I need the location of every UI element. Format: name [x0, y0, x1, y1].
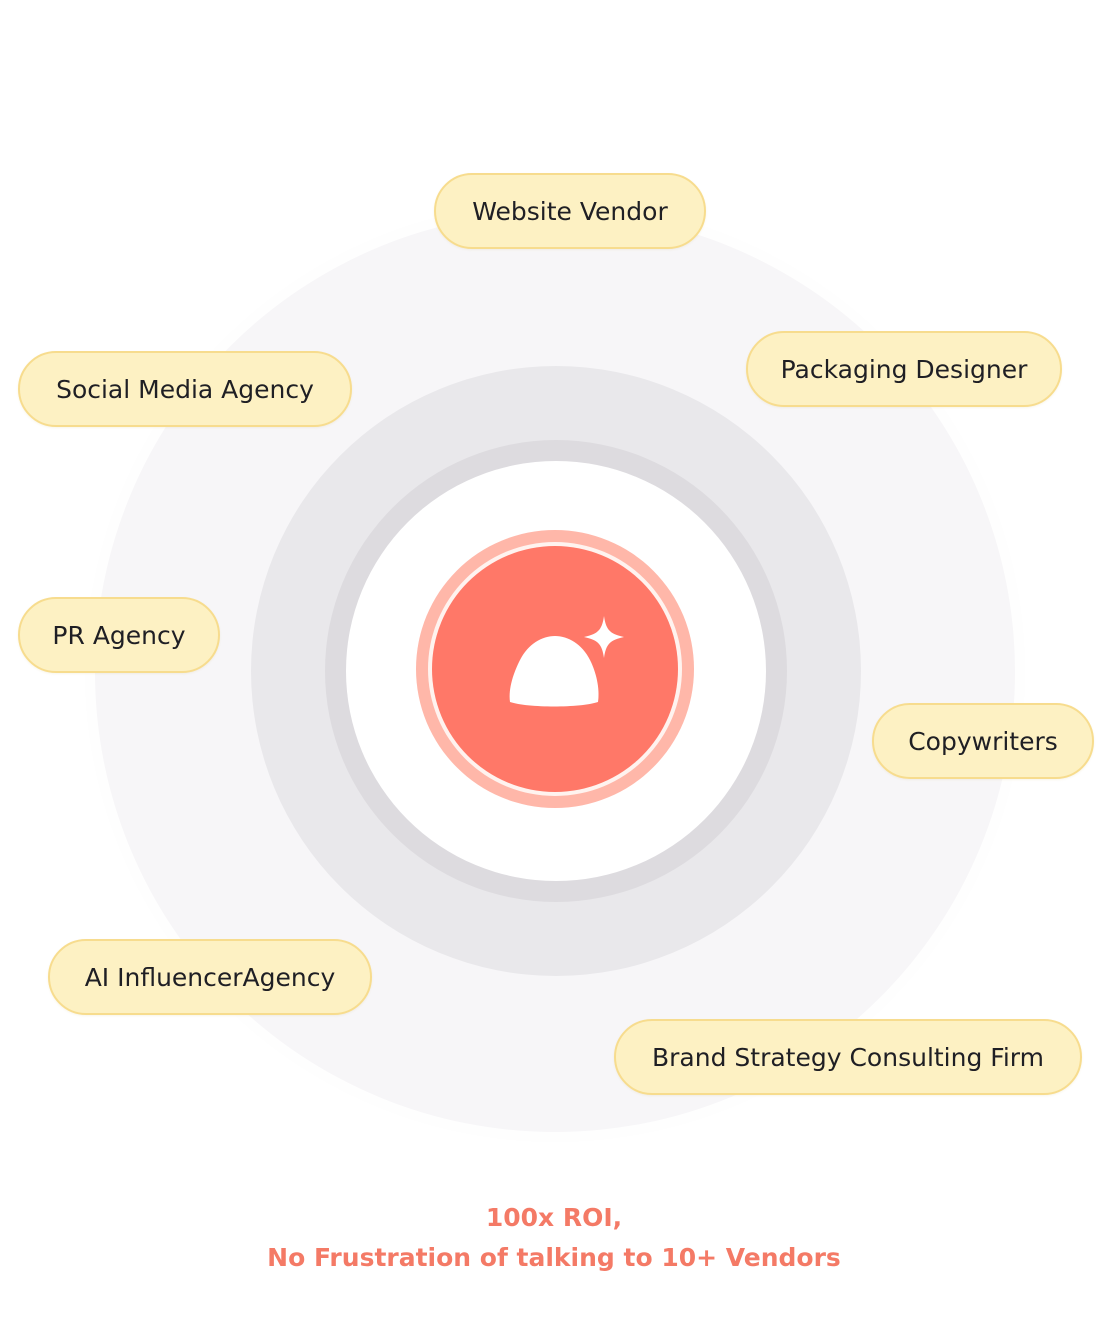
vendor-pill-brand-strategy: Brand Strategy Consulting Firm: [614, 1019, 1082, 1095]
vendor-pill-copywriters: Copywriters: [872, 703, 1094, 779]
vendor-label: Packaging Designer: [780, 354, 1028, 384]
vendor-label: PR Agency: [52, 620, 186, 650]
vendor-label: Social Media Agency: [56, 374, 314, 404]
vendor-label: Brand Strategy Consulting Firm: [652, 1042, 1044, 1072]
vendor-pill-social-media: Social Media Agency: [18, 351, 352, 427]
vendor-pill-packaging: Packaging Designer: [746, 331, 1062, 407]
tagline-line-2: No Frustration of talking to 10+ Vendors: [267, 1243, 841, 1272]
vendor-pill-website: Website Vendor: [434, 173, 706, 249]
vendor-pill-pr: PR Agency: [18, 597, 220, 673]
vendor-pill-ai-influencer: AI InfluencerAgency: [48, 939, 372, 1015]
vendor-label: Website Vendor: [472, 196, 668, 226]
vendor-label: Copywriters: [908, 726, 1058, 756]
tagline-line-1: 100x ROI,: [485, 1203, 623, 1232]
dome-sparkle-icon: [509, 616, 624, 707]
vendor-label: AI InfluencerAgency: [84, 962, 336, 992]
